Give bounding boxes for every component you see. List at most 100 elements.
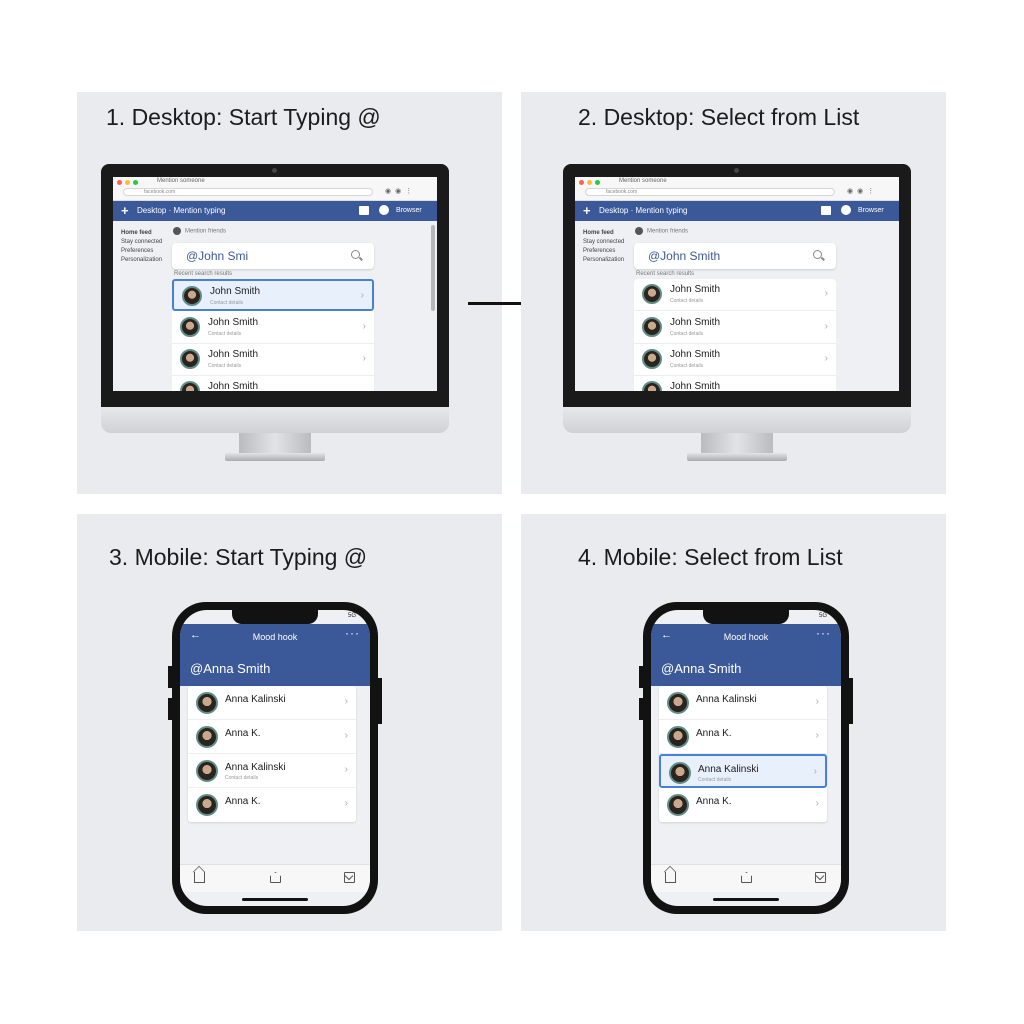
- list-item[interactable]: John Smith Contact details ›: [634, 312, 836, 344]
- contact-name: Anna Kalinski: [698, 764, 759, 775]
- scrollbar[interactable]: [431, 225, 435, 311]
- phone-screen: 5G ← Mood hook ··· @Anna Smith Anna Kali…: [180, 610, 370, 906]
- mention-input[interactable]: @Anna Smith: [661, 661, 742, 676]
- panel-title: 1. Desktop: Start Typing @: [106, 104, 381, 130]
- search-icon[interactable]: [813, 250, 822, 259]
- contact-name: Anna K.: [696, 728, 732, 739]
- bottom-nav: [651, 864, 841, 892]
- browser-toolbar-icons[interactable]: ◉◉⋮: [385, 188, 417, 195]
- photo-icon[interactable]: [359, 206, 369, 215]
- home-indicator[interactable]: [242, 898, 308, 901]
- avatar: [642, 349, 662, 369]
- avatar: [635, 227, 643, 235]
- sidebar-item[interactable]: Home feed: [121, 230, 152, 236]
- volume-button: [168, 698, 172, 720]
- sidebar-item[interactable]: Personalization: [583, 257, 625, 263]
- chevron-right-icon: ›: [824, 288, 828, 299]
- inbox-icon[interactable]: [815, 872, 826, 883]
- contact-name: John Smith: [208, 381, 259, 391]
- profile-icon[interactable]: [379, 205, 389, 215]
- list-item[interactable]: John Smith Contact details ›: [172, 312, 374, 344]
- phone-notch: [703, 610, 789, 624]
- url-bar[interactable]: facebook.com: [123, 188, 373, 196]
- contact-name: John Smith: [670, 349, 721, 360]
- avatar: [180, 381, 200, 391]
- profile-icon[interactable]: [841, 205, 851, 215]
- browser-toolbar-icons[interactable]: ◉◉⋮: [847, 188, 879, 195]
- back-arrow-icon[interactable]: ←: [190, 629, 201, 641]
- sidebar-item[interactable]: Preferences: [121, 248, 154, 254]
- avatar: [667, 794, 689, 816]
- status-bar: 5G: [818, 613, 827, 619]
- avatar: [196, 794, 218, 816]
- add-icon[interactable]: +: [583, 203, 591, 218]
- chevron-right-icon: ›: [815, 730, 819, 741]
- search-icon[interactable]: [351, 250, 360, 259]
- list-item[interactable]: John Smith: [172, 376, 374, 391]
- home-icon[interactable]: [194, 872, 205, 883]
- photo-icon[interactable]: [821, 206, 831, 215]
- home-icon[interactable]: [665, 872, 676, 883]
- mobile-phone: 5G ← Mood hook ··· @Anna Smith Anna Kali…: [639, 602, 853, 914]
- list-item[interactable]: John Smith Contact details ›: [634, 279, 836, 311]
- header-right-label[interactable]: Browser: [858, 207, 884, 214]
- list-item[interactable]: John Smith Contact details ›: [172, 344, 374, 376]
- results-label: Recent search results: [174, 271, 233, 277]
- sidebar-item[interactable]: Personalization: [121, 257, 163, 263]
- monitor-chin: [101, 407, 449, 433]
- panel-title: 3. Mobile: Start Typing @: [109, 544, 368, 570]
- mention-search-input[interactable]: @John Smi: [172, 243, 374, 269]
- feed-icon[interactable]: [741, 872, 752, 883]
- power-button: [378, 678, 382, 724]
- more-icon[interactable]: ···: [345, 626, 360, 640]
- avatar: [196, 760, 218, 782]
- list-item[interactable]: John Smith Contact details ›: [634, 344, 836, 376]
- sidebar-item[interactable]: Preferences: [583, 248, 616, 254]
- list-item[interactable]: Anna K. ›: [659, 788, 827, 822]
- sidebar-item[interactable]: Stay connected: [121, 239, 163, 245]
- header-right-label[interactable]: Browser: [396, 207, 422, 214]
- chevron-right-icon: ›: [344, 798, 348, 809]
- panel-title: 4. Mobile: Select from List: [578, 544, 843, 570]
- monitor-stand: [239, 433, 311, 455]
- list-item[interactable]: Anna K. ›: [188, 788, 356, 822]
- browser-tab[interactable]: Mention someone: [157, 178, 205, 184]
- contact-name: Anna Kalinski: [225, 694, 286, 705]
- feed-icon[interactable]: [270, 872, 281, 883]
- list-item[interactable]: John Smith Contact details ›: [172, 279, 374, 311]
- more-icon[interactable]: ···: [816, 626, 831, 640]
- mention-search-input[interactable]: @John Smith: [634, 243, 836, 269]
- list-item[interactable]: John Smith: [634, 376, 836, 391]
- contact-subtitle: Contact details: [698, 777, 732, 783]
- url-bar[interactable]: facebook.com: [585, 188, 835, 196]
- minimize-dot-icon[interactable]: [125, 180, 130, 185]
- contact-name: John Smith: [210, 286, 261, 297]
- add-icon[interactable]: +: [121, 203, 129, 218]
- list-item[interactable]: Anna Kalinski ›: [188, 686, 356, 720]
- browser-tab[interactable]: Mention someone: [619, 178, 667, 184]
- bottom-nav: [180, 864, 370, 892]
- desktop-monitor: Mention someone facebook.com ◉◉⋮ + Deskt…: [101, 164, 449, 464]
- avatar: [669, 762, 691, 784]
- close-dot-icon[interactable]: [579, 180, 584, 185]
- contact-name: Anna K.: [225, 796, 261, 807]
- monitor-screen: Mention someone facebook.com ◉◉⋮ + Deskt…: [113, 177, 437, 391]
- home-indicator[interactable]: [713, 898, 779, 901]
- list-item[interactable]: Anna K. ›: [188, 720, 356, 754]
- panel-mobile-select: 4. Mobile: Select from List 5G ← Mood ho…: [521, 514, 946, 931]
- sidebar-item[interactable]: Stay connected: [583, 239, 625, 245]
- inbox-icon[interactable]: [344, 872, 355, 883]
- monitor-foot: [687, 453, 787, 461]
- maximize-dot-icon[interactable]: [595, 180, 600, 185]
- minimize-dot-icon[interactable]: [587, 180, 592, 185]
- camera-icon: [734, 168, 739, 173]
- sidebar-item[interactable]: Home feed: [583, 230, 614, 236]
- list-item[interactable]: Anna Kalinski ›: [659, 686, 827, 720]
- close-dot-icon[interactable]: [117, 180, 122, 185]
- list-item[interactable]: Anna Kalinski Contact details ›: [188, 754, 356, 788]
- list-item-selected[interactable]: Anna Kalinski Contact details ›: [659, 754, 827, 788]
- mention-input[interactable]: @Anna Smith: [190, 661, 271, 676]
- back-arrow-icon[interactable]: ←: [661, 629, 672, 641]
- list-item[interactable]: Anna K. ›: [659, 720, 827, 754]
- maximize-dot-icon[interactable]: [133, 180, 138, 185]
